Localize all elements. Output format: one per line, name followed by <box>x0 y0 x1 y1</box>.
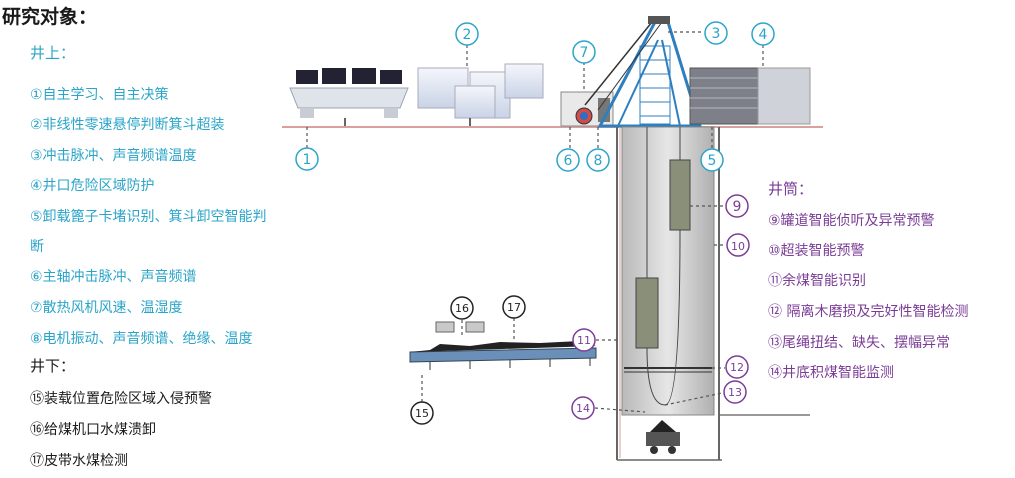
shaft-item-10: ⑩超装智能预警 <box>768 243 865 259</box>
marker-15-label: 15 <box>415 407 429 420</box>
marker-6-label: 6 <box>564 153 573 169</box>
surface-item-2: ②非线性零速悬停判断箕斗超装 <box>30 117 225 133</box>
surface-item-6: ⑥主轴冲击脉冲、声音频谱 <box>30 269 197 285</box>
marker-3: 3 <box>704 21 728 45</box>
surface-item-8: ⑧电机振动、声音频谱、绝缘、温度 <box>30 331 253 347</box>
connector-13 <box>664 392 723 406</box>
surface-item-5: ⑤卸载篦子卡堵识别、箕斗卸空智能判 <box>30 209 267 225</box>
marker-8: 8 <box>586 148 610 172</box>
connector-14 <box>594 407 646 413</box>
marker-5: 5 <box>700 148 724 172</box>
marker-13: 13 <box>723 380 747 404</box>
marker-9-label: 9 <box>733 199 742 215</box>
surface-item-1: ①自主学习、自主决策 <box>30 87 169 103</box>
marker-8-label: 8 <box>594 153 603 169</box>
electrical-cabinets-image <box>417 63 544 126</box>
marker-11-label: 11 <box>577 334 591 347</box>
marker-14-label: 14 <box>576 402 590 415</box>
marker-17: 17 <box>502 295 526 319</box>
marker-3-label: 3 <box>712 26 721 42</box>
underground-item-16: ⑯给煤机口水煤溃卸 <box>30 422 156 438</box>
shaft-item-13: ⑬尾绳扭结、缺失、摆幅异常 <box>768 335 950 351</box>
marker-16-label: 16 <box>455 302 469 315</box>
marker-12: 12 <box>725 355 749 379</box>
surface-item-5b: 断 <box>30 239 44 255</box>
surface-item-3: ③冲击脉冲、声音频谱温度 <box>30 148 197 164</box>
shaft-item-11: ⑪余煤智能识别 <box>768 273 866 289</box>
marker-2-label: 2 <box>463 27 472 43</box>
hoist-house-image <box>560 91 614 127</box>
marker-14: 14 <box>571 396 595 420</box>
marker-4: 4 <box>751 22 775 46</box>
marker-15: 15 <box>410 401 434 425</box>
page-title: 研究对象： <box>2 6 98 28</box>
marker-4-label: 4 <box>759 27 768 43</box>
unloading-station-image <box>689 67 811 125</box>
shaft-item-12: ⑫ 隔离木磨损及完好性智能检测 <box>768 304 969 320</box>
marker-9: 9 <box>725 194 749 218</box>
marker-5-label: 5 <box>708 153 717 169</box>
control-console-image <box>289 68 409 126</box>
surface-item-4: ④井口危险区域防护 <box>30 178 155 194</box>
shaft-heading: 井筒： <box>768 180 814 198</box>
marker-10: 10 <box>726 233 750 257</box>
marker-10-label: 10 <box>731 240 745 253</box>
marker-11: 11 <box>572 328 596 352</box>
marker-1-label: 1 <box>303 152 312 168</box>
marker-16: 16 <box>450 296 474 320</box>
surface-item-7: ⑦散热风机风速、温湿度 <box>30 300 183 316</box>
shaft-item-9: ⑨罐道智能侦听及异常预警 <box>768 213 935 229</box>
marker-1: 1 <box>295 147 319 171</box>
marker-12-label: 12 <box>730 361 744 374</box>
headframe-image <box>584 16 703 128</box>
marker-7-label: 7 <box>580 45 589 61</box>
marker-7: 7 <box>572 40 596 64</box>
surface-heading: 井上： <box>30 44 76 62</box>
underground-heading: 井下： <box>30 357 76 375</box>
marker-13-label: 13 <box>728 386 742 399</box>
marker-2: 2 <box>455 22 479 46</box>
shaft-item-14: ⑭井底积煤智能监测 <box>768 365 894 381</box>
underground-item-15: ⑮装载位置危险区域入侵预警 <box>30 391 212 407</box>
marker-6: 6 <box>556 148 580 172</box>
underground-item-17: ⑰皮带水煤检测 <box>30 453 128 469</box>
marker-17-label: 17 <box>507 301 521 314</box>
shaft-image <box>616 126 810 461</box>
conveyor-belt-image <box>409 321 597 370</box>
